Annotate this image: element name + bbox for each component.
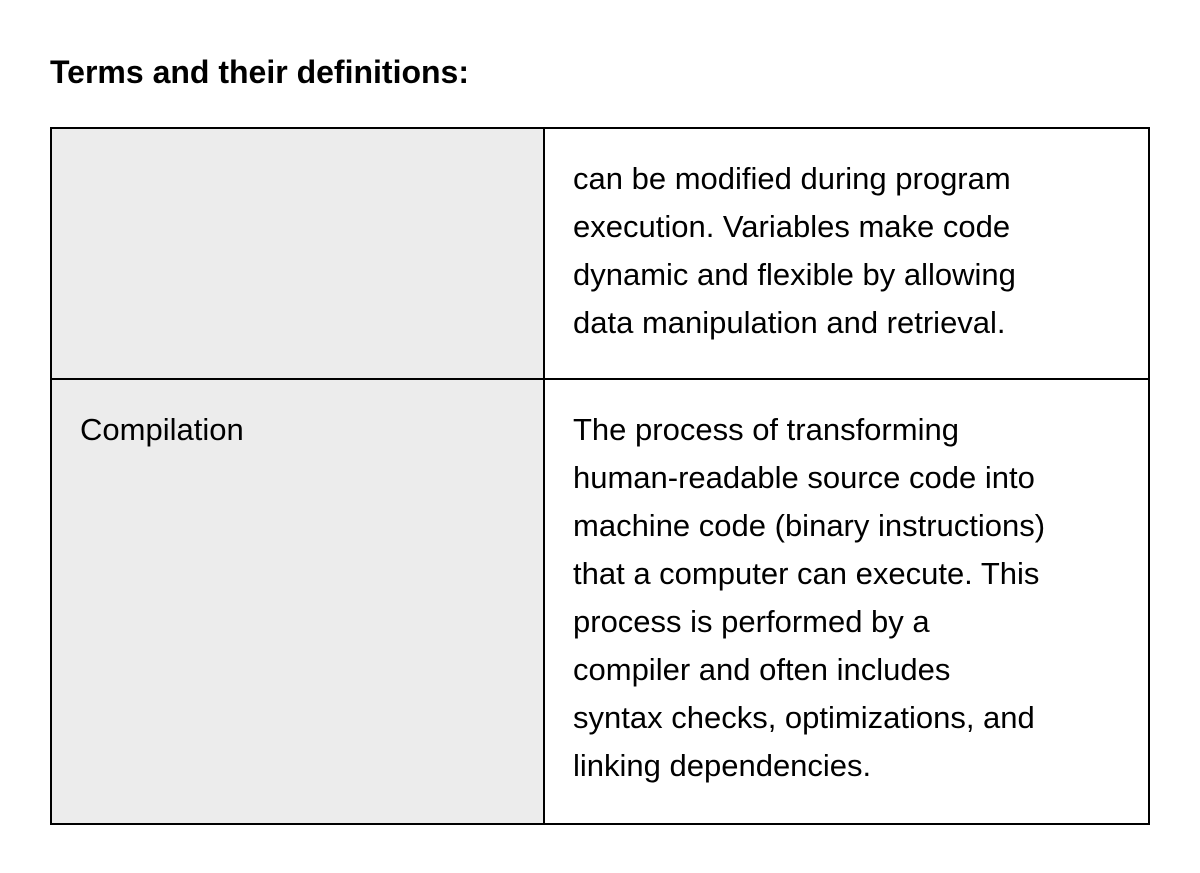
definition-cell: The process of transforming human-readab…: [543, 378, 1150, 825]
document-page: Terms and their definitions: can be modi…: [0, 52, 1200, 873]
definition-cell: can be modified during program execution…: [543, 127, 1150, 380]
definitions-table-body: can be modified during program execution…: [50, 127, 1150, 825]
definitions-table: can be modified during program execution…: [50, 127, 1150, 825]
page-title: Terms and their definitions:: [50, 54, 469, 90]
term-cell: Compilation: [50, 378, 545, 825]
table-row: Compilation The process of transforming …: [50, 378, 1150, 825]
table-row: can be modified during program execution…: [50, 127, 1150, 380]
term-cell: [50, 127, 545, 380]
